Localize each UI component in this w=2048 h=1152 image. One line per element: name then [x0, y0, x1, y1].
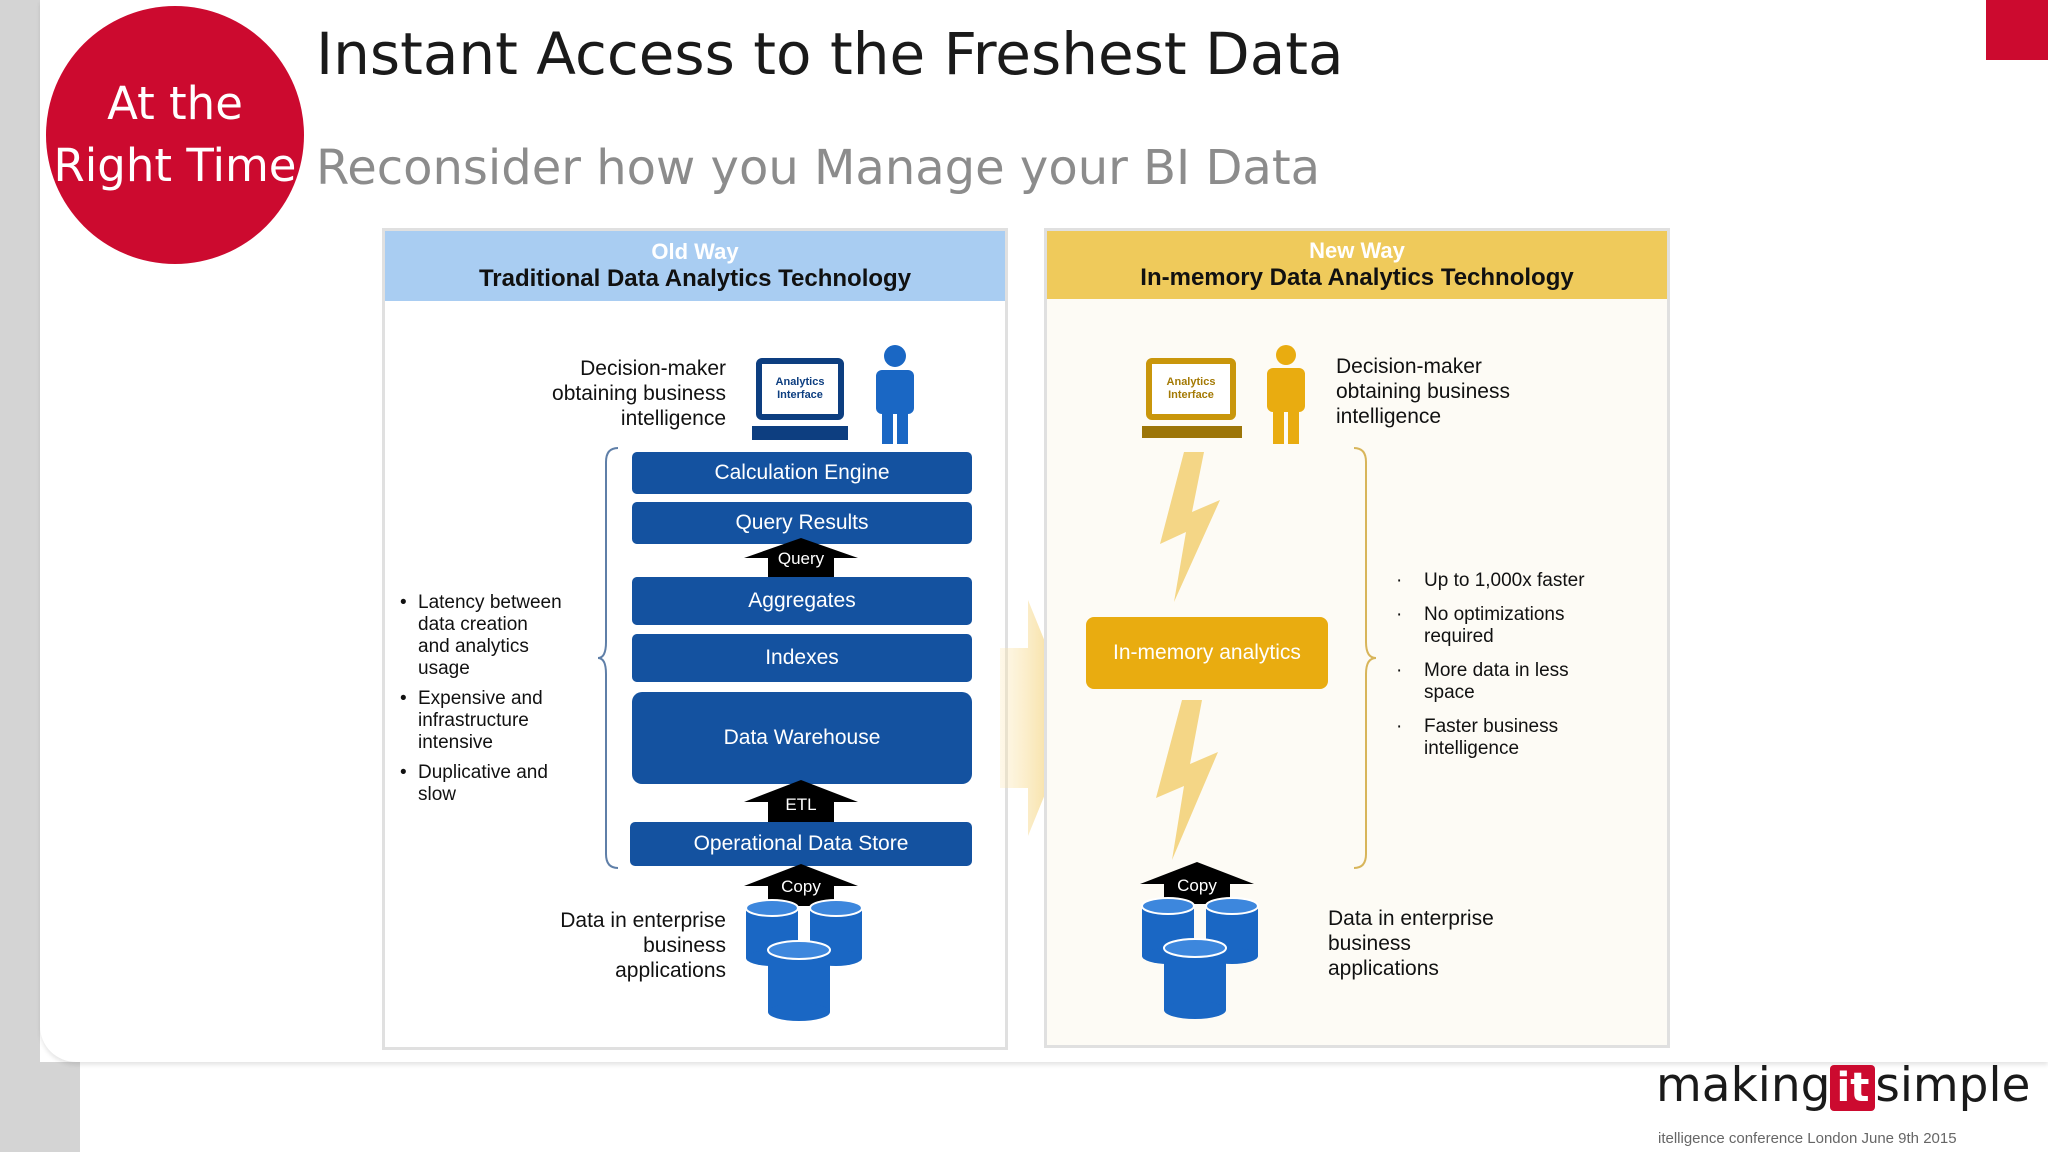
conference-tagline: itelligence conference London June 9th 2…	[1658, 1130, 1957, 1147]
left-gray-bar	[0, 0, 40, 1152]
new-way-label: New Way	[1309, 238, 1405, 263]
new-bullets: · Up to 1,000x faster · No optimizations…	[1396, 570, 1626, 760]
new-copy-arrow-icon	[1140, 862, 1254, 904]
new-person-icon	[1267, 345, 1305, 444]
old-data-source-text: Data in enterprise business applications	[560, 909, 726, 982]
new-way-tech: In-memory Data Analytics Technology	[1140, 264, 1574, 291]
old-copy-arrow-icon	[744, 864, 858, 906]
aggregates-box: Aggregates	[632, 577, 972, 625]
new-bullet-1: · Up to 1,000x faster	[1396, 570, 1585, 591]
slide-title: Instant Access to the Freshest Data	[316, 20, 1344, 88]
new-right-brace	[1353, 447, 1377, 869]
query-arrow-icon	[744, 538, 858, 578]
badge-line-1: At the	[107, 77, 243, 130]
logo-simple: simple	[1875, 1058, 2031, 1113]
logo-making: making	[1656, 1058, 1831, 1113]
query-results-box: Query Results	[632, 502, 972, 544]
transition-arrow	[1000, 600, 1076, 836]
new-decision-maker-text: Decision-maker obtaining business intell…	[1336, 355, 1510, 428]
lightning-bolt-bottom	[1156, 700, 1218, 860]
etl-arrow-icon	[744, 780, 858, 822]
new-way-header: New Way In-memory Data Analytics Technol…	[1047, 231, 1667, 299]
old-way-header: Old Way Traditional Data Analytics Techn…	[385, 231, 1005, 301]
slide-subtitle: Reconsider how you Manage your BI Data	[316, 140, 1321, 196]
in-memory-analytics-box: In-memory analytics	[1086, 617, 1328, 689]
new-database-icon	[1141, 897, 1259, 1019]
bottom-gray-strip	[0, 1062, 80, 1152]
etl-label: ETL	[785, 795, 817, 814]
data-warehouse-box: Data Warehouse	[632, 692, 972, 784]
old-database-icon	[745, 899, 863, 1021]
indexes-box: Indexes	[632, 634, 972, 682]
old-way-label: Old Way	[651, 239, 739, 264]
corner-accent	[1986, 0, 2048, 60]
old-left-brace	[597, 447, 619, 869]
old-copy-label: Copy	[781, 877, 821, 896]
query-label: Query	[777, 549, 825, 568]
badge-line-2: Right Time	[53, 139, 297, 192]
new-copy-label: Copy	[1177, 876, 1217, 895]
old-way-tech: Traditional Data Analytics Technology	[478, 265, 912, 292]
new-data-source-text: Data in enterprise business applications	[1328, 907, 1494, 980]
lightning-bolt-top	[1160, 452, 1220, 602]
operational-data-store-box: Operational Data Store	[630, 822, 972, 866]
old-decision-maker-text: Decision-maker obtaining business intell…	[552, 357, 726, 430]
logo-it: it	[1830, 1065, 1876, 1111]
calculation-engine-box: Calculation Engine	[632, 452, 972, 494]
at-right-time-badge: At the Right Time	[46, 6, 304, 264]
old-person-icon	[876, 345, 914, 444]
